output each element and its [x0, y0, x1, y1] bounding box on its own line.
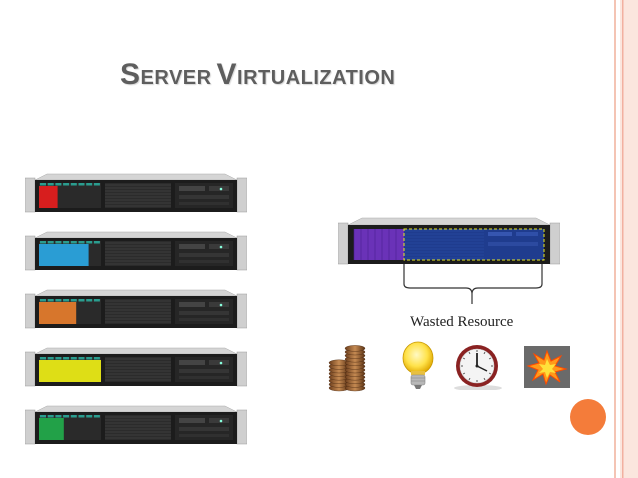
title-rest-2: IRTUALIZATION: [237, 67, 396, 89]
title-initial-2: V: [216, 58, 238, 91]
server-unit-2: [25, 231, 247, 271]
server-unit-4: [25, 347, 247, 387]
consolidated-server: [338, 217, 560, 265]
server-unit-5: [25, 405, 247, 445]
decorative-border: [614, 0, 638, 478]
explosion-icon: [524, 346, 570, 388]
title-initial-1: S: [120, 58, 141, 91]
coins-icon: [328, 345, 366, 392]
title-rest-1: ERVER: [140, 67, 212, 89]
slide-title: SERVER VIRTUALIZATION: [120, 58, 395, 92]
server-unit-1: [25, 173, 247, 213]
lightbulb-icon: [402, 341, 434, 389]
wasted-resource-label: Wasted Resource: [410, 314, 514, 330]
clock-icon: [454, 345, 502, 390]
orange-accent-dot: [570, 399, 606, 435]
server-unit-3: [25, 289, 247, 329]
wasted-bracket: [403, 264, 543, 304]
